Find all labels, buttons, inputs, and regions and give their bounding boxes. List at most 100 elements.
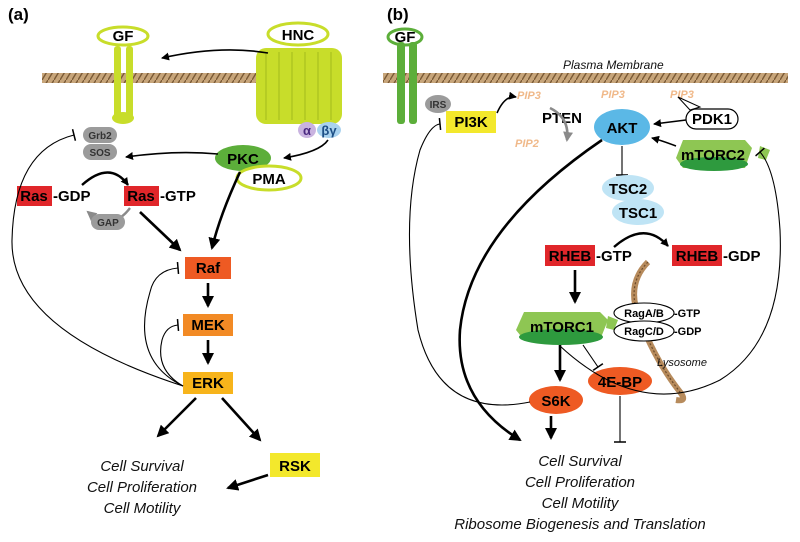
rheb-gtp-box-label: RHEB (549, 248, 592, 265)
tsc2-label: TSC2 (609, 181, 647, 198)
gf-receptor-a (96, 25, 150, 124)
ras-gtp-box (124, 186, 159, 206)
tsc1-node (612, 199, 664, 225)
sos-label: SOS (89, 148, 110, 159)
mek-label: MEK (191, 317, 225, 334)
hnc-label: HNC (282, 27, 315, 44)
rheb-gtp-suffix: -GTP (596, 248, 632, 265)
ragcd-suffix: -GDP (674, 326, 702, 338)
plasma-membrane-b (383, 73, 788, 83)
outcome-b-motility: Cell Motility (542, 495, 620, 512)
rsk-label: RSK (279, 458, 311, 475)
arrow-pkc-to-raf (208, 171, 242, 250)
pkc-node (215, 145, 271, 171)
ragab-label: RagA/B (624, 308, 664, 320)
raf-node (185, 257, 231, 279)
arrow-erk-to-outcomes (156, 397, 197, 438)
inhib-erk-to-mek (160, 318, 184, 387)
betagamma-subunit (317, 122, 341, 138)
tsc2-node (602, 175, 654, 201)
4ebp-label: 4E-BP (598, 374, 642, 391)
tsc1-label: TSC1 (619, 205, 657, 222)
gf-receptor-b (386, 27, 424, 124)
outcome-a-motility: Cell Motility (104, 500, 182, 517)
arrow-pi3k-to-pip3 (496, 91, 517, 114)
rheb-gdp-box-label: RHEB (676, 248, 719, 265)
alpha-label: α (303, 123, 311, 138)
plasma-membrane-label: Plasma Membrane (563, 58, 664, 72)
pi3k-label: PI3K (454, 114, 488, 131)
gap-node (91, 214, 125, 230)
ras-gdp-suffix: -GDP (53, 188, 91, 205)
erk-node (183, 372, 233, 394)
arrow-pkc-to-sos (125, 151, 219, 160)
arrow-ras-to-raf (139, 211, 182, 252)
arrow-bg-to-pkc (283, 139, 329, 161)
mtorc1-node (516, 312, 618, 345)
inhib-s6k-to-irs (408, 117, 531, 406)
outcome-a-survival: Cell Survival (100, 458, 184, 475)
grb2-node (83, 127, 117, 143)
pdk1-label: PDK1 (692, 111, 732, 128)
alpha-subunit (298, 122, 316, 138)
outcome-a-proliferation: Cell Proliferation (87, 479, 197, 496)
arrow-pdk1-to-akt (653, 119, 687, 128)
mtorc1-label: mTORC1 (530, 319, 594, 336)
mtorc2-label: mTORC2 (681, 147, 745, 164)
s6k-node (529, 386, 583, 414)
hnc-receptor (256, 21, 342, 124)
inhib-s6k-to-mtorc2 (559, 147, 781, 395)
akt-node (594, 109, 650, 145)
gap-label: GAP (97, 218, 119, 229)
gf-label-a: GF (113, 28, 134, 45)
mtorc2-node (676, 140, 770, 171)
pma-label: PMA (252, 171, 286, 188)
pkc-label: PKC (227, 151, 259, 168)
sos-node (83, 144, 117, 160)
panel-a-label: (a) (8, 5, 29, 24)
raf-label: Raf (196, 260, 221, 277)
pip3-left-label: PIP3 (517, 90, 541, 102)
ras-gtp-box-label: Ras (127, 188, 155, 205)
arrow-mtorc2-to-akt (651, 135, 677, 147)
rsk-node (270, 453, 320, 477)
lysosome-label: Lysosome (657, 357, 707, 369)
arrow-pten (549, 106, 574, 142)
irs-node (425, 95, 451, 113)
arrow-ras-activation (81, 171, 129, 186)
pip3-right-label: PIP3 (670, 89, 694, 101)
rheb-gdp-suffix: -GDP (723, 248, 761, 265)
rheb-gdp-box (672, 245, 722, 266)
outcome-b-ribosome: Ribosome Biogenesis and Translation (454, 516, 706, 533)
inhib-mtorc1-to-4ebp (582, 344, 604, 371)
ragcd-label: RagC/D (624, 326, 664, 338)
ras-gdp-box-label: Ras (20, 188, 48, 205)
grb2-label: Grb2 (88, 131, 112, 142)
irs-label: IRS (430, 100, 447, 111)
pdk1-node (685, 108, 739, 130)
pip3-mid-label: PIP3 (601, 89, 625, 101)
panel-b-label: (b) (387, 5, 409, 24)
outcome-b-survival: Cell Survival (538, 453, 622, 470)
4ebp-node (588, 367, 652, 395)
arrow-akt-to-outcomes (458, 138, 603, 442)
arrow-rsk-to-outcomes (226, 473, 269, 491)
akt-label: AKT (607, 120, 638, 137)
ragcd-node (613, 320, 675, 342)
erk-label: ERK (192, 375, 224, 392)
betagamma-label: βγ (321, 123, 337, 138)
ragab-suffix: -GTP (674, 308, 700, 320)
arrow-erk-to-rsk (221, 397, 262, 442)
inhib-erk-to-raf (143, 261, 184, 387)
rheb-gtp-box (545, 245, 595, 266)
inhib-erk-to-sos (11, 128, 184, 387)
pi3k-node (446, 111, 496, 133)
plasma-membrane-a (42, 73, 340, 83)
s6k-label: S6K (541, 393, 570, 410)
gf-label-b: GF (395, 29, 416, 46)
ras-gtp-suffix: -GTP (160, 188, 196, 205)
arrow-rheb-gtp-to-gdp (613, 232, 669, 248)
arrow-hnc-to-gf (161, 49, 269, 61)
outcome-b-proliferation: Cell Proliferation (525, 474, 635, 491)
